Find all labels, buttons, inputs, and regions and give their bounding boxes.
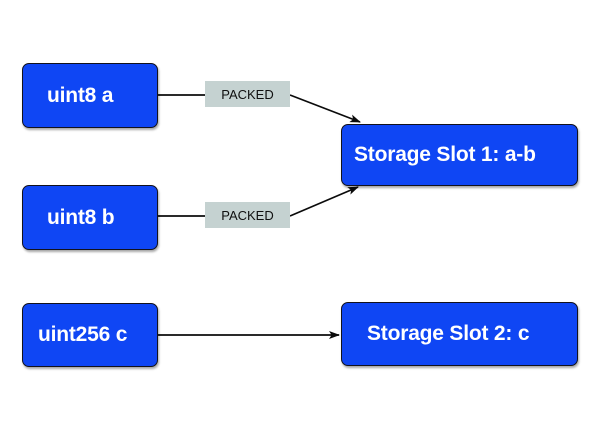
node-storage-slot-1[interactable]: Storage Slot 1: a-b [341, 124, 578, 186]
node-variable-a-label: uint8 a [47, 83, 114, 107]
node-storage-slot-1-label: Storage Slot 1: a-b [354, 143, 536, 166]
node-storage-slot-2[interactable]: Storage Slot 2: c [341, 302, 578, 366]
node-storage-slot-2-label: Storage Slot 2: c [367, 322, 530, 345]
edge-label-to-slot1-top [289, 94, 361, 123]
node-variable-b[interactable]: uint8 b [22, 185, 158, 250]
edge-label-to-slot1-bottom [289, 186, 359, 217]
node-variable-c-label: uint256 c [38, 323, 128, 346]
node-variable-a[interactable]: uint8 a [22, 63, 158, 128]
node-variable-c[interactable]: uint256 c [22, 303, 158, 367]
node-variable-b-label: uint8 b [47, 205, 115, 229]
edge-label-packed-a: PACKED [205, 81, 290, 107]
edge-label-packed-b: PACKED [205, 202, 290, 228]
